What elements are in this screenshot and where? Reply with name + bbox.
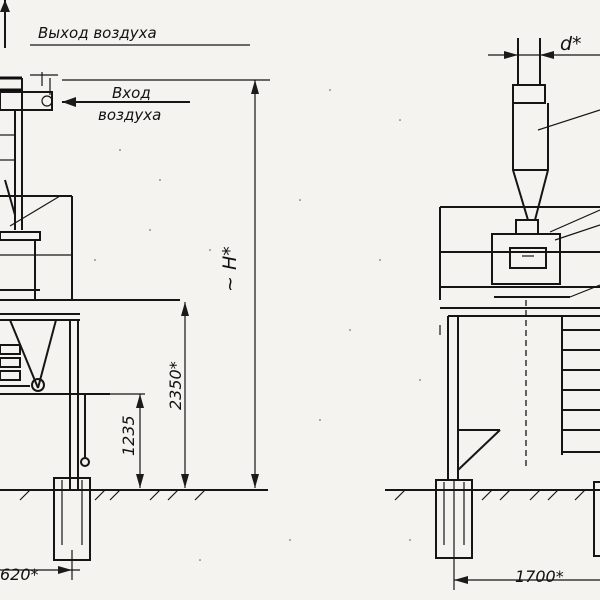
right-table [439, 300, 600, 480]
left-ground [0, 477, 268, 561]
air-inlet-label-2: воздуха [98, 106, 161, 124]
dim-height-label: ~ H* [219, 246, 241, 292]
dim-620-label: 620* [0, 565, 39, 584]
dim-2350-label: 2350* [166, 361, 185, 410]
air-inlet-arrow [30, 72, 190, 107]
dim-d-label: d* [560, 33, 582, 55]
dim-1235-label: 1235 [119, 415, 138, 456]
scan-noise [94, 89, 421, 561]
air-outlet-arrow [0, 0, 10, 48]
right-cyclone [512, 84, 600, 235]
left-frame [0, 195, 180, 490]
left-cyclone [0, 76, 61, 230]
air-outlet-label: Выход воздуха [38, 24, 157, 42]
dim-1700-label: 1700* [515, 567, 564, 586]
air-inlet-label-1: Вход [112, 84, 151, 102]
left-dimensions [0, 79, 270, 580]
right-foundation-right [593, 481, 600, 557]
left-view: Выход воздуха Вход воздуха [0, 0, 270, 584]
right-dimensions [453, 480, 600, 590]
right-view: d* [385, 33, 600, 590]
right-pipe [488, 38, 600, 85]
left-mechanism [0, 344, 110, 467]
right-ground [385, 479, 600, 559]
left-foundation [53, 477, 91, 561]
right-upper-box [439, 206, 600, 300]
